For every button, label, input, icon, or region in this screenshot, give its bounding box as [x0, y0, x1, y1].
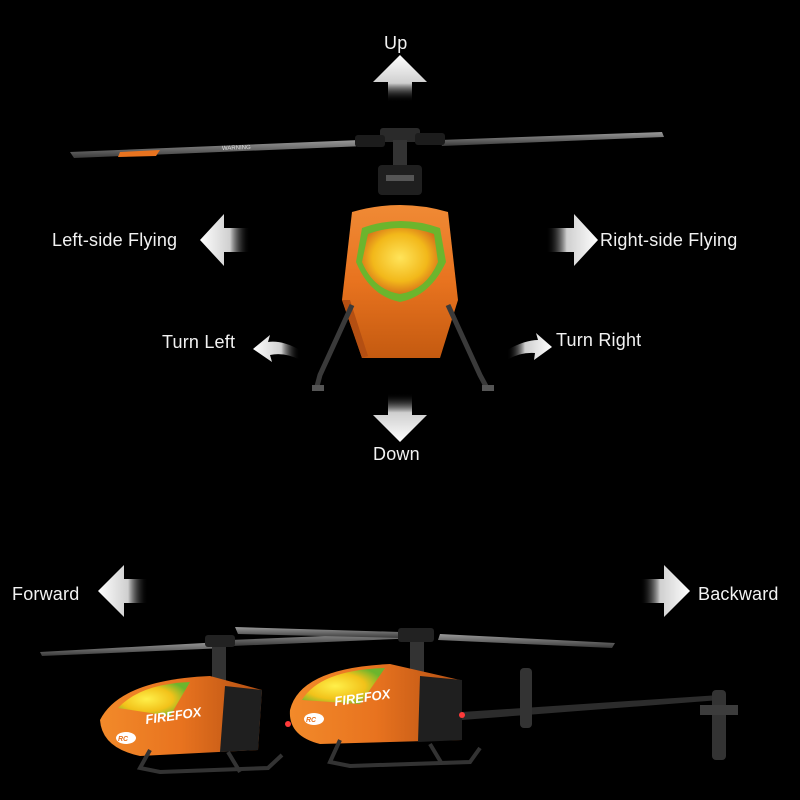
label-forward: Forward: [12, 584, 80, 604]
label-backward: Backward: [698, 584, 779, 604]
rc-badge-text-left: RC: [118, 736, 129, 743]
label-turn-right: Turn Right: [556, 330, 642, 350]
label-left-side-flying: Left-side Flying: [52, 230, 178, 250]
rotor-blade-right: [440, 132, 664, 146]
blade-warning-text: WARNING: [222, 145, 251, 152]
rotor-blade-left: [70, 140, 365, 158]
arrow-forward-icon: [98, 565, 148, 617]
label-right-side-flying: Right-side Flying: [600, 230, 738, 250]
arrow-backward-icon: [640, 565, 690, 617]
side-helicopter-left: FIREFOX RC: [40, 632, 420, 775]
label-down: Down: [373, 444, 420, 464]
rc-badge-left: [116, 732, 136, 744]
turn-left-arrow-icon: [253, 335, 300, 362]
rc-badge-text-right: RC: [306, 717, 317, 724]
front-helicopter: WARNING: [70, 128, 664, 392]
label-up: Up: [384, 33, 408, 53]
arrow-down-icon: [373, 393, 427, 442]
label-turn-left: Turn Left: [162, 332, 236, 352]
side-helicopter-right: FIREFOX RC: [235, 627, 738, 769]
rc-badge-right: [304, 713, 324, 725]
arrow-left-icon: [200, 214, 250, 266]
turn-right-arrow-icon: [507, 333, 552, 360]
arrow-right-icon: [546, 214, 598, 266]
arrow-up-icon: [373, 55, 427, 102]
